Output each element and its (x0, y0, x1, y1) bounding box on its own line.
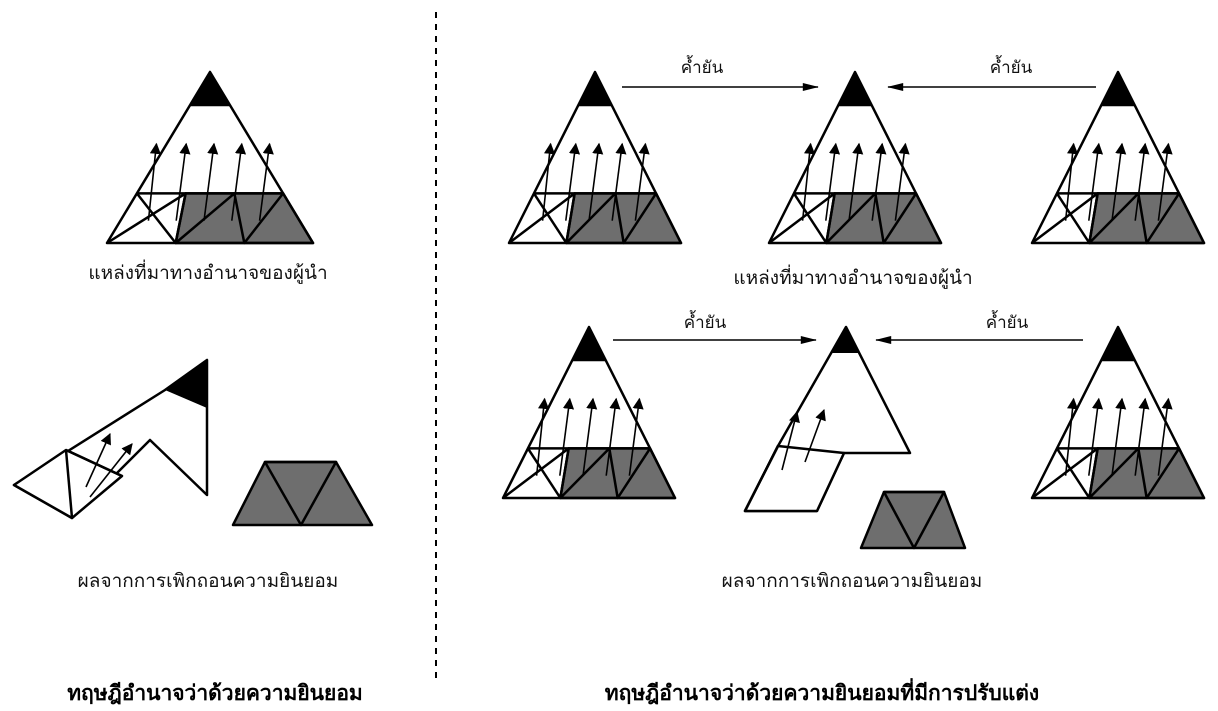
right-title: ทฤษฎีอำนาจว่าด้วยความยินยอมที่มีการปรับแ… (605, 677, 1039, 705)
base-edge (1055, 192, 1091, 244)
base-triangles (768, 192, 918, 245)
influence-arrow (559, 397, 575, 476)
left-title: ทฤษฎีอำนาจว่าด้วยความยินยอม (67, 681, 363, 705)
apex-leader (577, 72, 613, 107)
influence-arrow (1134, 397, 1150, 476)
influence-arrow (565, 142, 581, 221)
right-fallen-base (859, 490, 967, 550)
influence-arrow (147, 142, 161, 221)
pyramid-outline (507, 70, 683, 245)
pyramid-outline (501, 325, 677, 500)
left-caption-top: แหล่งที่มาทางอำนาจของผู้นำ (88, 259, 327, 284)
support-label-bottom-right: ค้ำยัน (986, 310, 1029, 333)
influence-arrow (535, 397, 550, 476)
influence-arrow (1157, 397, 1173, 476)
influence-arrow (588, 142, 604, 221)
influence-arrow (605, 397, 621, 476)
base-edge (792, 192, 828, 244)
support-label-top-left: ค้ำยัน (681, 55, 724, 78)
right-top-pyramid-left (507, 70, 683, 245)
pyramid-outline (1030, 325, 1206, 500)
influence-arrow (1111, 397, 1127, 476)
shaded-base (174, 192, 315, 245)
right-top-pyramid-center (767, 70, 943, 245)
influence-arrow (1064, 142, 1079, 221)
influence-arrow (582, 397, 598, 476)
influence-arrow (1088, 397, 1104, 476)
pyramid-outline (1030, 70, 1206, 245)
left-fallen-base (231, 460, 374, 527)
influence-arrow (871, 142, 887, 221)
influence-arrow (628, 397, 644, 476)
support-label-top-right: ค้ำยัน (990, 55, 1033, 78)
influence-arrow (825, 142, 841, 221)
base-edge (1055, 447, 1091, 499)
pyramid-outline (105, 70, 315, 245)
right-bottom-pyramid-left (501, 325, 677, 500)
influence-arrow (1064, 397, 1079, 476)
right-bottom-collapsed-pyramid (743, 325, 912, 513)
base-triangles (1031, 192, 1181, 245)
left-caption-bottom: ผลจากการเพิกถอนความยินยอม (78, 570, 339, 592)
pyramid-outline (767, 70, 943, 245)
influence-arrow (894, 142, 910, 221)
influence-arrow (203, 142, 219, 221)
influence-arrow (1134, 142, 1150, 221)
influence-arrow (848, 142, 864, 221)
base-triangles (502, 447, 652, 500)
base-edge (526, 447, 562, 499)
base-edge (135, 192, 177, 244)
base-triangles (508, 192, 658, 245)
influence-arrow (230, 142, 247, 221)
left-pyramid (105, 70, 315, 245)
apex-leader (1100, 72, 1136, 107)
right-caption-top: แหล่งที่มาทางอำนาจของผู้นำ (733, 264, 972, 289)
influence-arrow (541, 142, 556, 221)
right-top-pyramid-right (1030, 70, 1206, 245)
influence-arrow (258, 142, 274, 221)
right-bottom-pyramid-right (1030, 325, 1206, 500)
apex-leader (837, 72, 873, 107)
influence-arrow (634, 142, 650, 221)
right-caption-bottom: ผลจากการเพิกถอนความยินยอม (722, 570, 983, 592)
apex-leader (189, 72, 231, 107)
support-label-bottom-left: ค้ำยัน (684, 310, 727, 333)
base-edge (532, 192, 568, 244)
apex-leader (571, 327, 607, 362)
influence-arrow (801, 142, 816, 221)
influence-arrow (1157, 142, 1173, 221)
influence-arrow (1088, 142, 1104, 221)
influence-arrow (175, 142, 191, 221)
influence-arrow (611, 142, 627, 221)
base-triangles (1031, 447, 1181, 500)
apex-leader (1100, 327, 1136, 362)
influence-arrow (1111, 142, 1127, 221)
left-collapsed-pyramid (12, 358, 209, 520)
